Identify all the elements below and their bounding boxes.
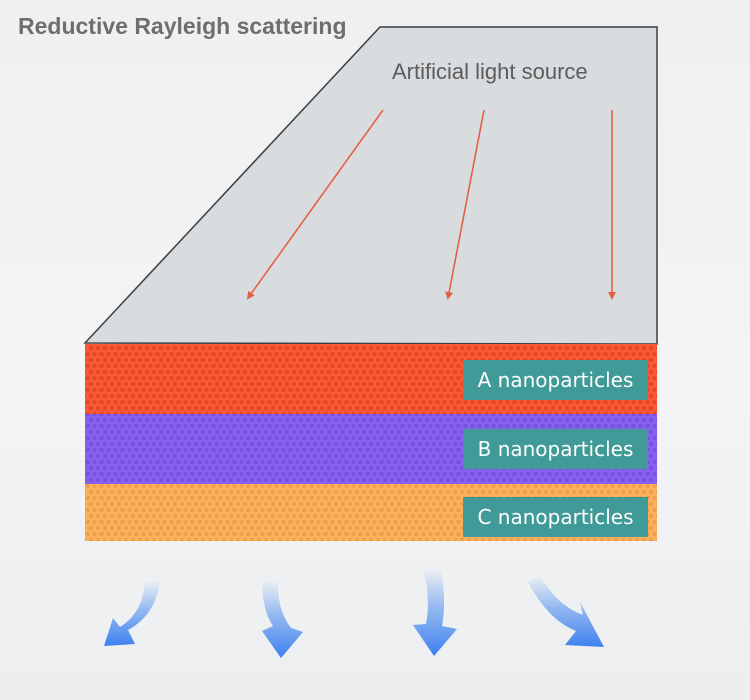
light-ray-2 [445,109,485,300]
layer-c-label: C nanoparticles [463,497,648,537]
curved-down-arrow-icon [104,580,160,646]
curved-down-arrow-icon [528,575,604,647]
light-source-panel [83,26,658,345]
light-source-label: Artificial light source [392,59,588,84]
layer-a-label: A nanoparticles [463,360,648,400]
diagram-title: Reductive Rayleigh scattering [18,13,347,39]
light-ray-1 [246,109,384,300]
curved-down-arrow-icon [413,568,457,656]
layer-b-label: B nanoparticles [463,429,648,469]
curved-down-arrow-icon [262,580,303,658]
